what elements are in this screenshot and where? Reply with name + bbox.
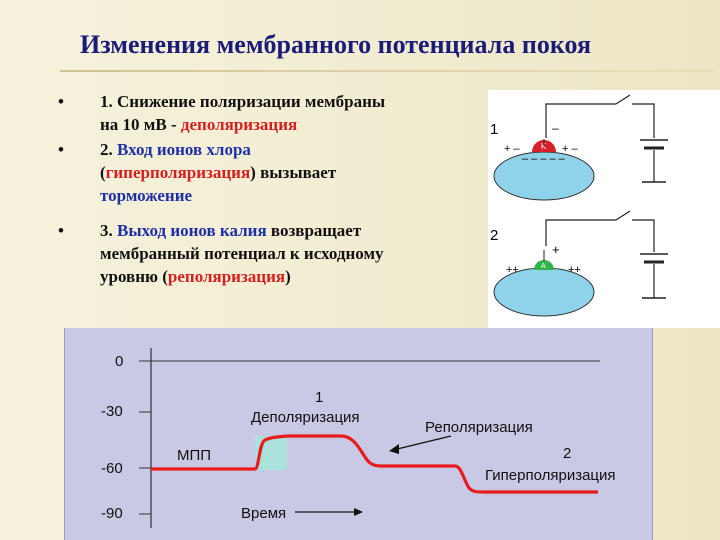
cell-1-signs-right: + – bbox=[562, 143, 578, 155]
wire-2-right bbox=[632, 219, 655, 252]
cell-1-label: 1 bbox=[490, 121, 498, 138]
hyperpolarization-number: 2 bbox=[563, 445, 571, 462]
term-hyperpolarization: гиперполяризация bbox=[105, 163, 251, 182]
cell-2-signs-left: ++ bbox=[506, 264, 519, 276]
bullet-2-line-2: ) вызывает bbox=[250, 163, 337, 182]
bullet-1-line-1: 1. Снижение поляризации мембраны bbox=[100, 92, 386, 111]
meter-2-label: A bbox=[541, 263, 546, 270]
bullet-list: • 1. Снижение поляризации мембраны на 10… bbox=[52, 90, 492, 290]
y-tick-minus-60: -60 bbox=[101, 460, 123, 477]
bullet-2-line-1: 2. bbox=[100, 140, 117, 159]
mpp-label: МПП bbox=[177, 447, 211, 464]
time-label: Время bbox=[241, 505, 286, 522]
repolarization-label: Реполяризация bbox=[425, 419, 533, 436]
cell-2-label: 2 bbox=[490, 227, 498, 244]
bullet-3-line-1: 3. bbox=[100, 221, 117, 240]
meter-1-label: K bbox=[541, 142, 547, 151]
wire-1-right bbox=[632, 103, 655, 138]
depolarization-number: 1 bbox=[315, 389, 323, 406]
bullet-1-line-2: на 10 мВ - bbox=[100, 115, 181, 134]
bullet-item-2: • 2. Вход ионов хлора (гиперполяризация)… bbox=[52, 138, 492, 207]
potential-graph-svg: 0 -30 -60 -90 1 Деполяризация Реполяриза… bbox=[101, 348, 616, 528]
bullet-2-paren-open: ( bbox=[100, 163, 106, 182]
circuit-2: 2 A ++ ++ + bbox=[490, 210, 668, 317]
wire-1-left bbox=[545, 103, 616, 138]
y-tick-0: 0 bbox=[115, 353, 123, 370]
potential-curve bbox=[151, 434, 598, 494]
repolarization-arrow bbox=[392, 435, 452, 451]
potential-graph: 0 -30 -60 -90 1 Деполяризация Реполяриза… bbox=[64, 328, 653, 540]
term-depolarization: деполяризация bbox=[180, 115, 298, 134]
cell-2-plus-top: + bbox=[552, 242, 560, 257]
repolarization-arrowhead bbox=[389, 444, 399, 454]
time-arrowhead bbox=[354, 508, 363, 516]
page-title: Изменения мембранного потенциала покоя bbox=[80, 30, 592, 59]
hyperpolarization-label: Гиперполяризация bbox=[485, 467, 616, 484]
bullet-3-line-2: мембранный потенциал к исходному bbox=[100, 244, 384, 263]
circuit-1: 1 K + – + – – – – – – – bbox=[490, 94, 668, 201]
bullet-3-line-1b: возвращает bbox=[266, 221, 362, 240]
cell-circuit-svg: 1 K + – + – – – – – – – 2 bbox=[490, 94, 668, 317]
cell-2-signs-right: ++ bbox=[568, 264, 581, 276]
term-inhibition: торможение bbox=[100, 186, 193, 205]
cell-1-minus-top: – bbox=[552, 121, 559, 135]
term-potassium-efflux: Выход ионов калия bbox=[117, 221, 267, 240]
switch-1 bbox=[615, 94, 631, 105]
wire-2-left bbox=[545, 219, 616, 246]
meter-2-icon bbox=[534, 260, 554, 270]
y-tick-minus-90: -90 bbox=[101, 505, 123, 522]
bullet-item-1: • 1. Снижение поляризации мембраны на 10… bbox=[52, 90, 492, 136]
bullet-item-3: • 3. Выход ионов калия возвращает мембра… bbox=[52, 219, 492, 288]
bullet-3-paren-close: ) bbox=[285, 267, 291, 286]
cell-1-signs-bottom: – – – – – bbox=[522, 153, 566, 165]
term-repolarization: реполяризация bbox=[167, 267, 286, 286]
depolarization-label: Деполяризация bbox=[251, 409, 360, 426]
switch-2 bbox=[615, 210, 631, 221]
bullet-3-line-3: уровню ( bbox=[100, 267, 168, 286]
title-divider bbox=[60, 70, 715, 72]
bullet-dot: • bbox=[58, 92, 64, 111]
cell-1-signs-left: + – bbox=[504, 143, 520, 155]
bullet-dot: • bbox=[58, 221, 64, 240]
term-chloride-influx: Вход ионов хлора bbox=[117, 140, 251, 159]
cell-circuit-diagram: 1 K + – + – – – – – – – 2 bbox=[488, 90, 720, 328]
bullet-dot: • bbox=[58, 140, 64, 159]
y-tick-minus-30: -30 bbox=[101, 403, 123, 420]
